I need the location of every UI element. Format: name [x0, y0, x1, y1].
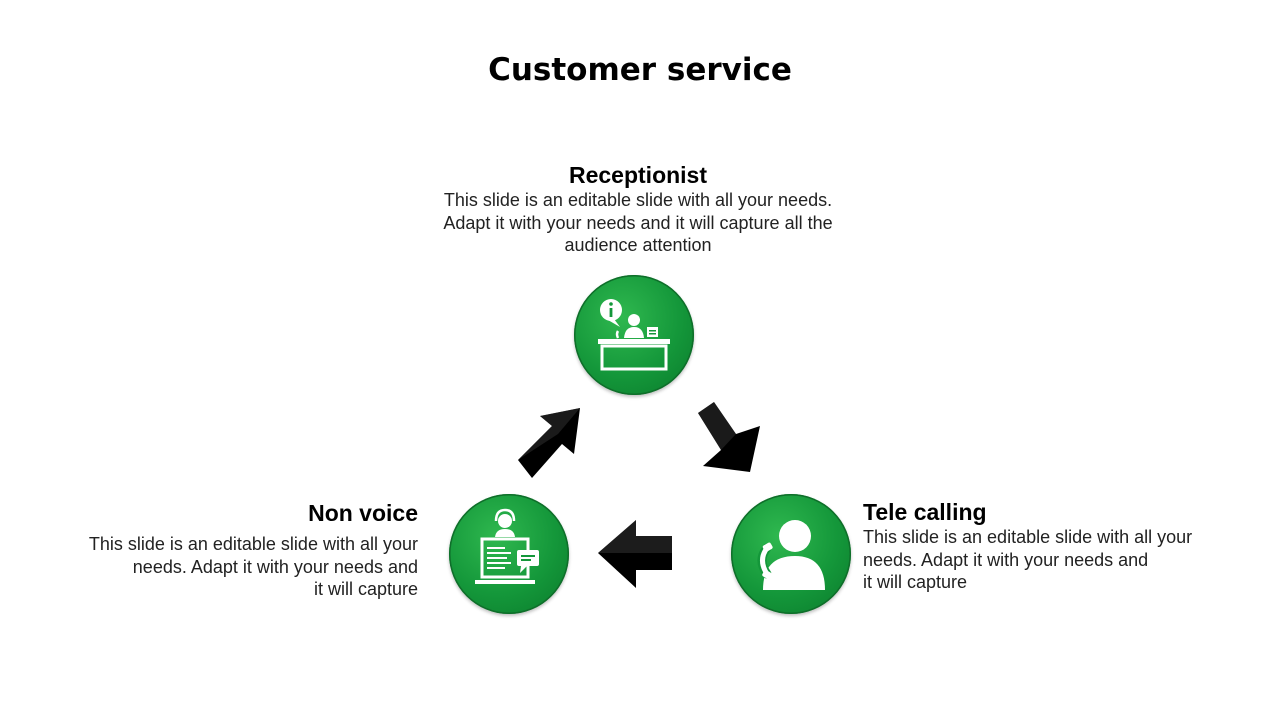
- desc-line: This slide is an editable slide with all…: [443, 190, 833, 210]
- desc-line: needs. Adapt it with your needs and: [863, 549, 1149, 570]
- receptionist-node: [574, 275, 694, 395]
- receptionist-description: This slide is an editable slide with all…: [0, 189, 1276, 257]
- arrow-non-voice-to-receptionist: [518, 408, 580, 478]
- arrow-receptionist-to-tele-calling: [698, 402, 760, 472]
- non-voice-description: This slide is an editable slide with all…: [0, 533, 418, 601]
- non-voice-node: [449, 494, 569, 614]
- receptionist-desk-icon: [598, 299, 670, 371]
- desc-line: This slide is an editable slide with all…: [88, 534, 418, 554]
- desc-line: This slide is an editable slide with all…: [863, 527, 1193, 547]
- non-voice-heading: Non voice: [308, 500, 418, 526]
- tele-calling-heading: Tele calling: [863, 499, 987, 525]
- slide-title: Customer service: [488, 52, 792, 88]
- desc-line: needs. Adapt it with your needs and: [132, 556, 418, 577]
- desc-line: it will capture: [863, 572, 968, 592]
- desc-line: Adapt it with your needs and it will cap…: [443, 212, 833, 233]
- desc-line: audience attention: [564, 235, 712, 255]
- tele-calling-node: [731, 494, 851, 614]
- laptop-chat-agent-icon: [475, 508, 539, 584]
- receptionist-heading: Receptionist: [568, 162, 708, 188]
- person-phone-icon: [757, 520, 825, 590]
- tele-calling-description: This slide is an editable slide with all…: [863, 526, 1192, 594]
- arrow-tele-calling-to-non-voice: [598, 520, 672, 588]
- desc-line: it will capture: [313, 579, 418, 599]
